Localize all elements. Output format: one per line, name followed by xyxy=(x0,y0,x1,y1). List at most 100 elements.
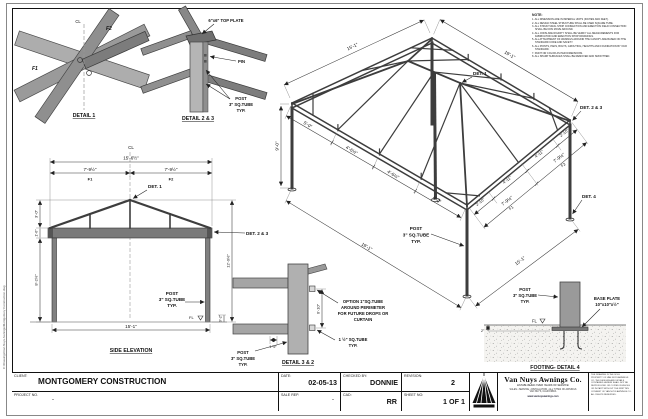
post-label: TYP. xyxy=(411,239,421,244)
det1-callout: DET. 1 xyxy=(473,71,487,76)
post-label: POST xyxy=(235,96,247,101)
dim-label: 1'-0" xyxy=(35,229,39,237)
date-value: 02-05-13 xyxy=(308,378,337,387)
checked-label: CHECKED BY: xyxy=(343,374,368,378)
sheetno-label: SHEET NO: xyxy=(404,393,424,397)
notes-heading: NOTE: xyxy=(532,13,543,17)
dim-label: 5'-0" xyxy=(303,120,314,129)
lower-beam-shape xyxy=(140,68,194,94)
tube-label: TYP. xyxy=(349,343,358,348)
pin-label: PIN xyxy=(238,59,245,64)
mid-beam xyxy=(232,323,289,335)
det23-callout: DET. 2 & 3 xyxy=(580,105,603,110)
leader xyxy=(537,294,559,299)
checked-cell: CHECKED BY: DONNIE xyxy=(341,373,402,392)
project-cell: PROJECT NO. - xyxy=(12,392,279,411)
cl-label: CL xyxy=(128,145,134,150)
leader xyxy=(205,69,231,100)
title-block: CLIENT: MONTGOMERY CONSTRUCTION PROJECT … xyxy=(12,372,634,411)
dim-label: 12'-0½" xyxy=(226,254,231,268)
side-elevation-title: SIDE ELEVATION xyxy=(110,348,153,354)
leader xyxy=(209,55,237,62)
leader xyxy=(316,329,336,341)
post-label: POST xyxy=(410,226,423,231)
client-label: CLIENT: xyxy=(14,374,28,378)
post xyxy=(205,237,211,323)
det1-callout: DET. 1 xyxy=(148,184,162,189)
base-plate-label: 10"x10"x½" xyxy=(595,302,618,307)
frame-label: F1 xyxy=(508,204,515,211)
option-label: AROUND PERIMETER xyxy=(341,305,385,310)
leader xyxy=(213,229,246,235)
date-cell: DATE: 02-05-13 xyxy=(279,373,341,392)
option-label: FOR FUTURE DROPS OR xyxy=(338,311,388,316)
dim-label: 2'-10" xyxy=(475,196,487,206)
post-label: POST xyxy=(166,291,179,296)
client-value: MONTGOMERY CONSTRUCTION xyxy=(38,377,167,386)
cad-label: CAD: xyxy=(343,393,352,397)
logo-cell xyxy=(470,373,498,411)
f1-label: F1 xyxy=(32,66,38,72)
pin-circle xyxy=(77,57,83,63)
post-label: TYP. xyxy=(521,299,530,304)
dim-label: 19'-1" xyxy=(360,242,373,253)
pin-circle xyxy=(86,70,92,76)
date-label: DATE: xyxy=(281,374,292,378)
cl-label: CL xyxy=(75,19,81,24)
post-label: TYP. xyxy=(239,362,248,367)
checked-value: DONNIE xyxy=(370,378,398,387)
base-plate-label: BASE PLATE xyxy=(594,296,620,301)
top-beam xyxy=(232,277,289,289)
dim-label: 7'-9½" xyxy=(165,166,178,172)
leader xyxy=(205,83,231,100)
dim-label: 2'-10" xyxy=(559,127,571,137)
sheetno-value: 1 OF 1 xyxy=(443,397,465,406)
floor-level-icon xyxy=(197,315,204,321)
disclaimer-text: THE DRAWING IS THE SOLE PROPERTY OF VAN … xyxy=(591,374,632,396)
dim-label: 7'-9½" xyxy=(552,151,566,164)
f2-label: F2 xyxy=(106,26,112,32)
pin-shape xyxy=(204,60,207,63)
post-side-shape xyxy=(202,41,209,113)
beam-shape xyxy=(34,8,120,124)
project-label: PROJECT NO. xyxy=(14,393,39,397)
dim-label: 15'-6½" xyxy=(123,155,139,161)
company-website: www.vannuysawnings.com xyxy=(527,394,559,398)
company-line2: VAN NUYS, CALIFORNIA xyxy=(529,391,557,393)
anchor-bolts xyxy=(559,331,583,350)
frame-label: F1 xyxy=(88,177,93,182)
post-label: 3" SQ.TUBE xyxy=(403,233,429,238)
disclaimer-cell: THE DRAWING IS THE SOLE PROPERTY OF VAN … xyxy=(589,373,634,411)
detail-3-2-title: DETAIL 3 & 2 xyxy=(282,360,314,366)
post-section xyxy=(287,263,309,355)
post-section xyxy=(559,281,581,330)
side-elevation: CL 15'-6½" 7'-9½" 7'-9½" F1 F2 DET. 1 3'… xyxy=(30,145,269,354)
post xyxy=(51,237,57,323)
pin-shape xyxy=(204,54,207,57)
dim-label: 15'-1" xyxy=(514,255,527,266)
post-label: POST xyxy=(519,287,531,292)
option-tube xyxy=(309,324,316,331)
floor-level-label: FL xyxy=(189,315,194,320)
file-path-vertical: C:\Drawings\Van Nuys Awnings\Montgomery … xyxy=(2,285,6,369)
option-tube xyxy=(309,285,316,292)
dim-label: 1 ½" xyxy=(269,345,277,349)
floor-level-label: FL xyxy=(532,319,538,324)
dim-label: 8'-2½" xyxy=(34,274,39,286)
detail-2-3-drawing: 6"x6" TOP PLATE PIN POST 3" SQ.TUBE TYP.… xyxy=(140,5,268,122)
revision-label: REVISION: xyxy=(404,374,423,378)
post-label: TYP. xyxy=(167,303,177,308)
dim-label: 7'-9½" xyxy=(500,194,514,207)
note-item: 1. ALL DIMENSION ARE IN IMPERIAL UNITS (… xyxy=(532,18,609,21)
company-name: Van Nuys Awnings Co. xyxy=(504,375,582,384)
beam-end-cap xyxy=(207,228,212,238)
dim-label: 0'-2" xyxy=(219,314,223,322)
post-label: 3" SQ.TUBE xyxy=(231,356,255,361)
frame-label: F2 xyxy=(169,177,174,182)
leader xyxy=(132,189,148,199)
leader xyxy=(316,289,339,304)
post-shape xyxy=(189,41,204,113)
eave-beam xyxy=(47,227,213,239)
dim-label: 2" xyxy=(481,329,485,333)
sheetno-cell: SHEET NO: 1 OF 1 xyxy=(402,392,470,411)
